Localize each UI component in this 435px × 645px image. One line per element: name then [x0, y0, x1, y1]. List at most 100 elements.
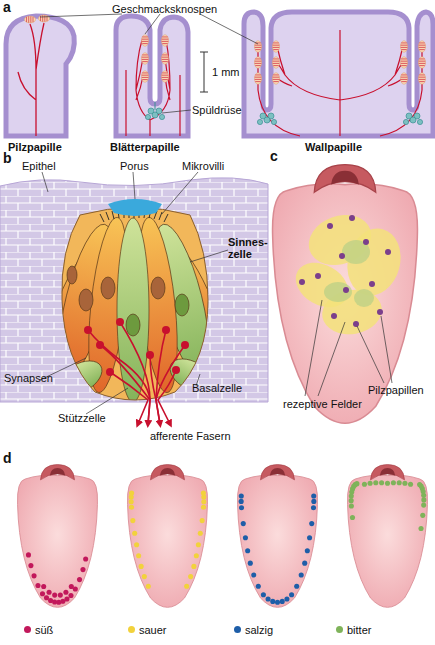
taste-dots — [26, 480, 426, 605]
part-label: Geschmacksknospen — [112, 3, 217, 15]
foliate-papilla — [152, 112, 158, 118]
foliate-papilla — [116, 16, 188, 136]
taste-bud-illustration — [146, 351, 154, 359]
taste-dot — [146, 584, 151, 589]
taste-dot — [32, 573, 37, 578]
vallate-papilla — [400, 73, 407, 85]
tongue-receptive-fields — [324, 282, 352, 302]
taste-bud-illustration — [162, 326, 170, 334]
part-label: Stützzelle — [58, 412, 106, 424]
taste-bud-illustration — [67, 266, 77, 284]
taste-dot — [63, 590, 68, 595]
taste-dot — [248, 561, 253, 566]
taste-bud-illustration — [172, 366, 180, 374]
taste-dot — [134, 542, 139, 547]
leader-line — [42, 172, 48, 192]
foliate-papilla — [161, 71, 168, 83]
leader-line — [40, 14, 122, 17]
tongue-receptive-fields — [363, 239, 369, 245]
taste-bud-illustration — [88, 330, 150, 424]
leader-line — [40, 14, 258, 113]
taste-dot — [421, 503, 426, 508]
taste-dot — [289, 592, 294, 597]
taste-dot — [191, 564, 196, 569]
taste-dot — [239, 505, 244, 510]
taste-dot — [40, 591, 45, 596]
taste-dot — [188, 574, 193, 579]
tongue-receptive-fields — [305, 300, 322, 396]
taste-dot-group — [26, 552, 88, 604]
fungiform-papilla — [24, 16, 35, 23]
tongue-receptive-fields — [349, 215, 355, 221]
foliate-papilla — [126, 40, 180, 136]
taste-dot — [136, 553, 141, 558]
vallate-papilla — [264, 117, 270, 123]
vallate-papilla — [400, 41, 407, 53]
foliate-papilla — [145, 108, 164, 120]
tongue-receptive-fields — [357, 326, 384, 383]
legend-text: bitter — [347, 624, 371, 636]
taste-bud-illustration — [79, 289, 93, 311]
part-label: Sinnes- zelle — [228, 236, 272, 260]
taste-dot — [35, 583, 40, 588]
tongue-receptive-fields — [305, 300, 392, 396]
legend-swatch — [24, 626, 31, 633]
taste-dot — [302, 561, 307, 566]
scale-bar — [200, 52, 208, 92]
foliate-papilla — [141, 53, 148, 65]
fungiform-papilla — [18, 23, 44, 136]
taste-dot — [200, 518, 205, 523]
taste-dot — [58, 593, 63, 598]
vallate-papilla — [418, 41, 425, 53]
taste-bud-illustration — [175, 294, 189, 316]
vallate-papilla — [258, 30, 422, 136]
fungiform-papilla — [6, 15, 74, 136]
taste-dot — [349, 498, 354, 503]
foliate-papilla — [116, 16, 188, 136]
taste-dot — [184, 584, 189, 589]
leader-line — [162, 172, 198, 214]
taste-bud-illustration — [84, 326, 92, 334]
foliate-papilla — [161, 53, 168, 65]
foliate-papilla — [141, 71, 148, 83]
taste-bud-illustration — [88, 322, 185, 424]
legend-swatch — [336, 626, 343, 633]
taste-dot — [201, 499, 206, 504]
taste-dot — [241, 521, 246, 526]
taste-dot — [379, 480, 384, 485]
taste-dot — [417, 482, 422, 487]
papilla-name: Wallpapille — [305, 141, 362, 153]
leader-line — [86, 388, 128, 414]
taste-dot — [142, 574, 147, 579]
leader-line — [40, 172, 228, 414]
tongue-receptive-fields — [381, 316, 392, 383]
taste-dot — [261, 592, 266, 597]
tongue-receptive-fields — [354, 289, 374, 307]
taste-bud-illustration — [62, 208, 208, 401]
taste-dot — [129, 499, 134, 504]
taste-dot — [256, 584, 261, 589]
taste-dot — [280, 599, 285, 604]
leader-line — [145, 14, 160, 34]
part-label: rezeptive Felder — [283, 398, 362, 410]
taste-dot — [311, 493, 316, 498]
part-label: Mikrovilli — [182, 160, 224, 172]
taste-dot — [194, 553, 199, 558]
legend-entry: salzig — [234, 624, 273, 636]
foliate-papilla — [141, 35, 148, 47]
taste-bud-illustration — [0, 178, 268, 424]
taste-map-tongues — [347, 465, 427, 608]
taste-dot — [69, 584, 74, 589]
taste-dot — [397, 480, 402, 485]
legend-swatch — [234, 626, 241, 633]
taste-dot — [52, 593, 57, 598]
taste-dot — [245, 548, 250, 553]
legend-entry: bitter — [336, 624, 371, 636]
part-label: Spüldrüse — [192, 104, 242, 116]
legend-text: süß — [35, 624, 53, 636]
taste-dot — [64, 596, 69, 601]
taste-bud-illustration — [84, 318, 189, 376]
taste-dot — [350, 515, 355, 520]
tongue-receptive-fields — [331, 313, 337, 319]
taste-dot — [294, 584, 299, 589]
